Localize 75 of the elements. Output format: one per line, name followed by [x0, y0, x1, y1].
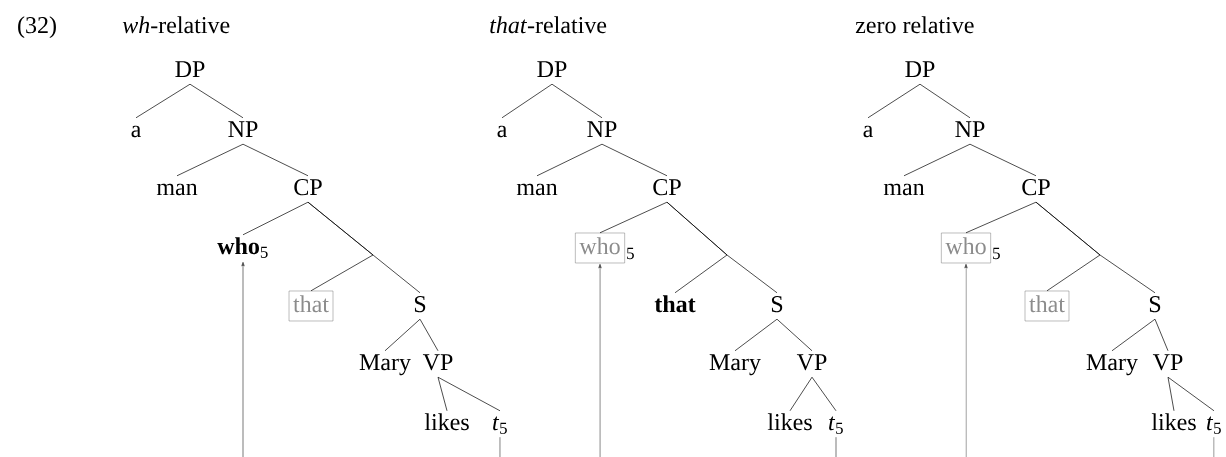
- phrase-label: S: [414, 296, 426, 313]
- tree-branch: [135, 83, 191, 119]
- word: t$_{5}$: [829, 416, 843, 434]
- phrase-label: DP: [905, 61, 935, 78]
- tree-branch: [1035, 201, 1156, 294]
- tree-branch: [666, 201, 778, 294]
- movement-arrow: [964, 263, 1215, 457]
- word: a: [497, 125, 507, 138]
- phrase-label: VP: [796, 354, 827, 371]
- tree-branch: [176, 143, 244, 177]
- phrase-label: NP: [587, 121, 617, 137]
- word: likes: [424, 413, 469, 431]
- boxed-word: who: [941, 232, 991, 264]
- tree-branch: [1167, 376, 1215, 412]
- phrase-label: NP: [228, 121, 258, 137]
- movement-arrow: [598, 263, 837, 457]
- tree-branch: [903, 143, 971, 177]
- tree-branch: [789, 376, 813, 412]
- word: t$_{5}$: [1207, 416, 1221, 434]
- tree-heading: that-relative: [490, 16, 607, 34]
- word: Mary: [1086, 354, 1138, 376]
- tree-branch: [1154, 318, 1169, 352]
- tree-branch: [536, 143, 603, 177]
- word: who$_{5}$: [217, 237, 268, 258]
- boxed-word: that: [288, 290, 334, 322]
- index-subscript: 5: [993, 247, 1000, 260]
- tree-branch: [384, 318, 421, 352]
- word: a: [131, 125, 141, 138]
- tree-branch: [307, 201, 421, 294]
- phrase-label: S: [1149, 296, 1161, 313]
- phrase-label: S: [771, 296, 783, 313]
- example-number: (32): [18, 16, 56, 39]
- tree-branch: [242, 201, 309, 236]
- tree-branch: [867, 83, 921, 119]
- word: likes: [767, 413, 812, 431]
- index-subscript: 5: [627, 247, 634, 260]
- tree-branch: [1111, 318, 1156, 352]
- phrase-label: CP: [1022, 179, 1050, 196]
- phrase-label: DP: [175, 61, 205, 78]
- tree-branch: [811, 376, 837, 412]
- tree-branch: [437, 376, 448, 412]
- word: man: [156, 183, 198, 196]
- tree-branch: [776, 318, 813, 352]
- phrase-label: VP: [422, 354, 453, 371]
- boxed-word: who: [575, 232, 625, 264]
- word: Mary: [359, 354, 411, 376]
- tree-branch: [1167, 376, 1175, 412]
- word: man: [883, 183, 925, 196]
- tree-branch: [242, 143, 309, 177]
- phrase-label: VP: [1152, 354, 1183, 371]
- word: t$_{5}$: [493, 416, 507, 434]
- phrase-label: NP: [955, 121, 985, 137]
- tree-branch: [419, 318, 439, 352]
- tree-heading: zero relative: [855, 16, 974, 34]
- tree-branch: [601, 143, 668, 177]
- phrase-label: CP: [294, 179, 322, 196]
- word: likes: [1151, 413, 1196, 431]
- word: that: [654, 295, 696, 313]
- tree-branch: [965, 201, 1037, 234]
- boxed-word: that: [1024, 290, 1070, 322]
- word: Mary: [709, 354, 761, 376]
- tree-heading: wh-relative: [122, 16, 230, 34]
- word: a: [863, 125, 873, 138]
- movement-arrow: [241, 261, 501, 457]
- tree-branch: [189, 83, 244, 119]
- tree-branch: [599, 201, 668, 234]
- tree-branch: [551, 83, 603, 119]
- tree-branch: [437, 376, 501, 412]
- tree-branch: [501, 83, 553, 119]
- tree-branch: [969, 143, 1037, 177]
- word: man: [516, 183, 558, 196]
- tree-branch: [734, 318, 778, 352]
- tree-branch: [919, 83, 971, 119]
- phrase-label: DP: [537, 61, 567, 78]
- phrase-label: CP: [653, 179, 681, 196]
